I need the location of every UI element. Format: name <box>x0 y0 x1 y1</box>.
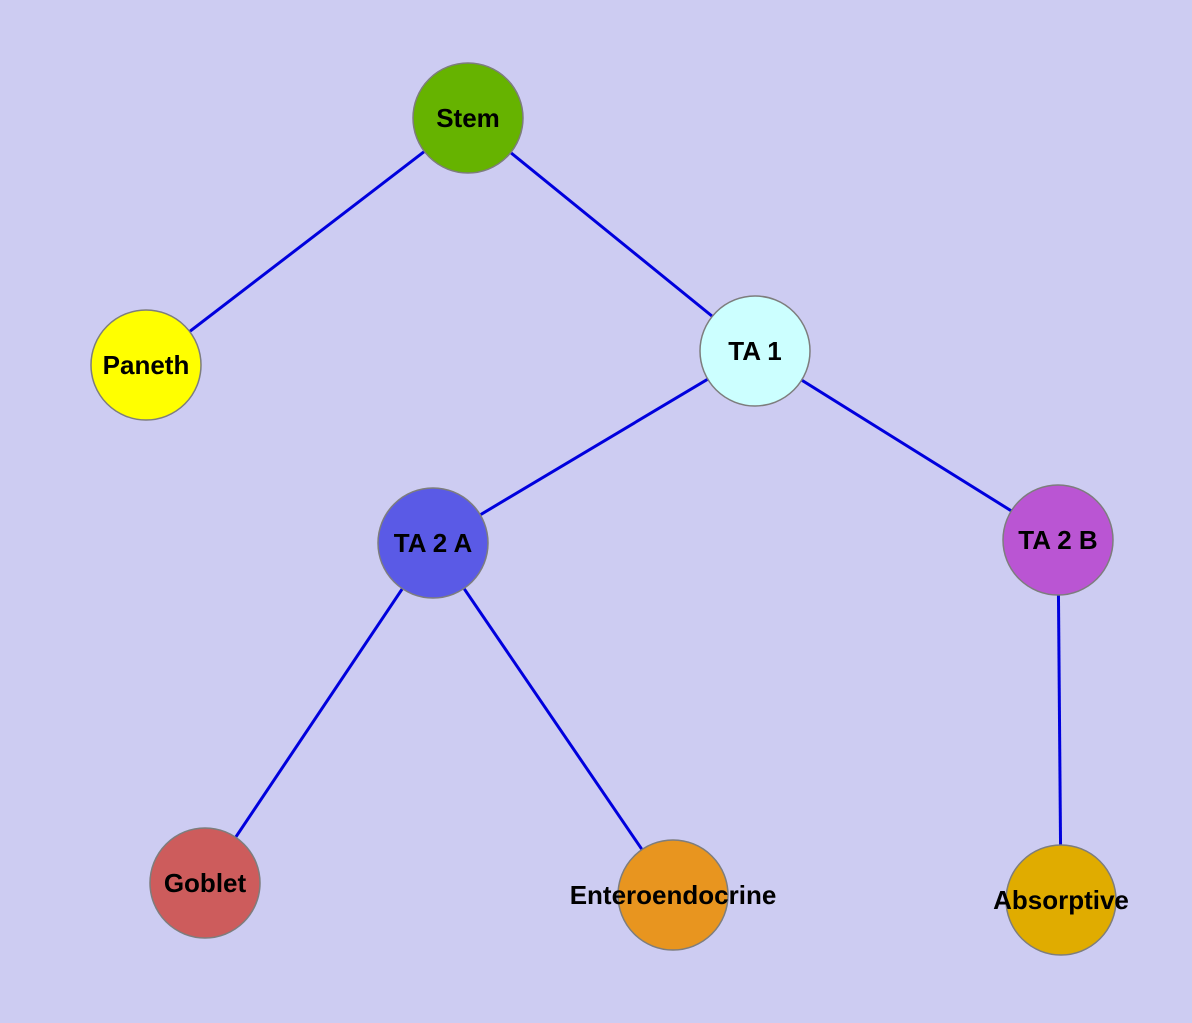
paneth-circle[interactable] <box>90 309 202 421</box>
edge-stem-to-ta1 <box>467 116 756 353</box>
ta1-circle[interactable] <box>699 295 811 407</box>
ta2a-circle[interactable] <box>377 487 489 599</box>
edge-ta1-to-ta2a <box>432 349 756 545</box>
node-ta2a[interactable]: TA 2 A <box>377 487 489 599</box>
edge-ta2b-to-absorptive <box>1056 539 1063 901</box>
node-stem[interactable]: Stem <box>412 62 524 174</box>
node-enteroendocrine[interactable]: Enteroendocrine <box>570 839 777 951</box>
edge-ta1-to-ta2b <box>754 349 1059 542</box>
node-ta2b[interactable]: TA 2 B <box>1002 484 1114 596</box>
edge-stem-to-paneth <box>145 116 469 367</box>
enteroendocrine-circle[interactable] <box>617 839 729 951</box>
node-paneth[interactable]: Paneth <box>90 309 202 421</box>
goblet-circle[interactable] <box>149 827 261 939</box>
stem-circle[interactable] <box>412 62 524 174</box>
edge-ta2a-to-enteroendocrine <box>431 542 675 896</box>
node-absorptive[interactable]: Absorptive <box>993 844 1129 956</box>
edge-ta2a-to-goblet <box>203 542 435 884</box>
node-goblet[interactable]: Goblet <box>149 827 261 939</box>
absorptive-circle[interactable] <box>1005 844 1117 956</box>
node-ta1[interactable]: TA 1 <box>699 295 811 407</box>
ta2b-circle[interactable] <box>1002 484 1114 596</box>
